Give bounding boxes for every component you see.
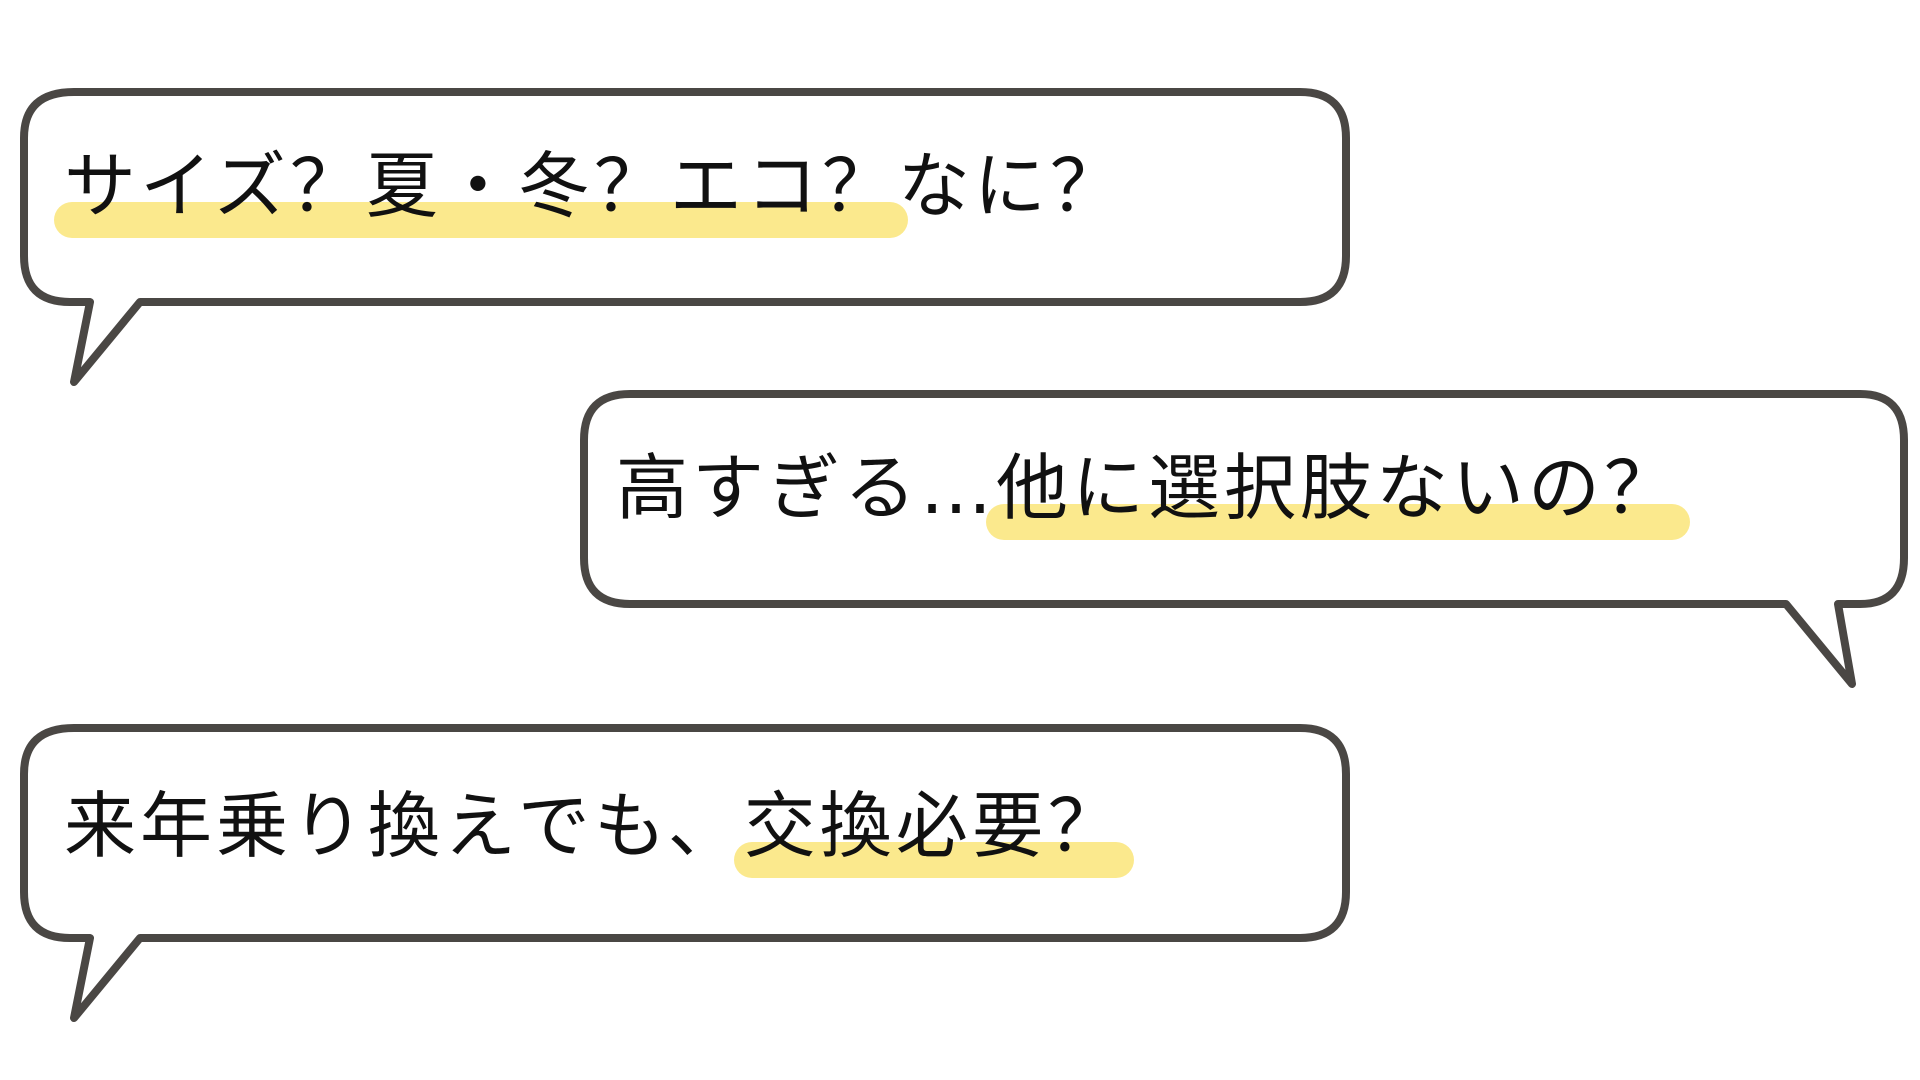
highlighted-text: 交換必要？: [743, 784, 1124, 868]
speech-bubble-1-text: サイズ？夏・冬？エコ？なに？: [64, 150, 1126, 222]
plain-text: 来年乗り換えでも、: [64, 784, 744, 868]
speech-bubble-2-text: 高すぎる…他に選択肢ないの？: [616, 452, 1680, 524]
highlighted-text: 他に選択肢ないの？: [996, 446, 1681, 530]
highlighted-text: サイズ？夏・冬？エコ？: [64, 144, 898, 228]
plain-text: 高すぎる…: [616, 446, 997, 530]
speech-bubble-3-text: 来年乗り換えでも、交換必要？: [64, 790, 1124, 862]
speech-bubble-3-outline: [20, 724, 1350, 1022]
plain-text: なに？: [897, 144, 1126, 228]
